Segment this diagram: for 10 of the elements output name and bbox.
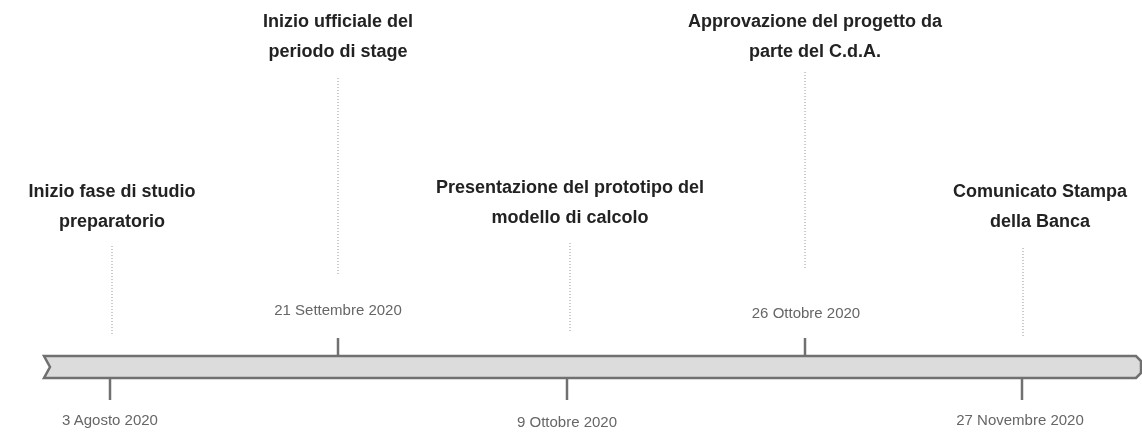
event-label: Comunicato Stampa della Banca	[952, 180, 1128, 233]
date-label: 21 Settembre 2020	[274, 300, 402, 320]
date-label: 3 Agosto 2020	[62, 410, 158, 430]
event-label: Inizio fase di studio preparatorio	[27, 180, 197, 233]
event-label: Approvazione del progetto da parte del C.d.A.	[687, 10, 943, 63]
date-label: 9 Ottobre 2020	[516, 412, 618, 432]
date-label: 27 Novembre 2020	[956, 410, 1084, 430]
date-label: 26 Ottobre 2020	[751, 303, 861, 323]
event-label: Presentazione del prototipo del modello di calcolo	[435, 176, 705, 229]
event-label: Inizio ufficiale del periodo di stage	[262, 10, 414, 63]
